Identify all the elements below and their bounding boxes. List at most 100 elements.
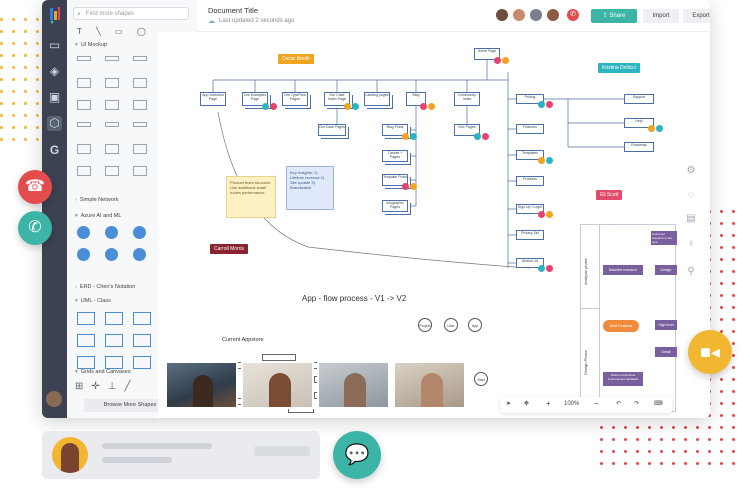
shape-thumbnail[interactable] [133,144,147,154]
diag-shape[interactable]: ╱ [124,381,139,392]
shape-thumbnail[interactable] [105,56,119,61]
shape-thumbnail[interactable] [105,100,119,110]
collaborator-avatar[interactable] [530,9,542,21]
shape-thumbnail[interactable] [133,248,146,261]
browse-shapes-button[interactable]: Browse More Shapes [84,399,176,412]
shape-thumbnail[interactable] [77,56,91,61]
entity-circle[interactable]: App [468,318,482,332]
image-icon[interactable]: ▣ [48,90,61,104]
chat-icon[interactable]: 💬 [333,431,381,479]
collaborator-avatar[interactable] [547,9,559,21]
pointer-icon[interactable]: ➤ [506,401,512,407]
ellipse-tool[interactable]: ◯ [136,27,146,36]
diagram-icon[interactable]: ⚲ [687,266,695,277]
keyboard-icon[interactable]: ⌨ [654,401,663,407]
redo-icon[interactable]: ↷ [634,401,640,407]
google-icon[interactable]: G [49,143,60,157]
shape-thumbnail[interactable] [105,226,118,239]
shape-thumbnail[interactable] [77,122,91,127]
video-participant-3[interactable] [317,361,390,409]
flow-node-our-examples[interactable]: Our Examples Page [242,92,268,106]
shape-thumbnail[interactable] [105,122,119,127]
flow-node-our-case-pages[interactable]: Our Case Pages [318,124,346,136]
import-button[interactable]: Import [643,9,679,23]
shape-thumbnail[interactable] [77,312,95,325]
clipboard-icon[interactable]: ▤ [686,213,696,224]
video-participant-4[interactable] [393,361,466,409]
section-azure[interactable]: ▾Azure AI and ML [75,213,121,219]
shape-thumbnail[interactable] [133,78,147,88]
shape-search-input[interactable]: ⌕ Find more shapes [73,7,189,20]
folder-icon[interactable]: ▭ [48,38,61,52]
shape-thumbnail[interactable] [105,248,118,261]
swim-box[interactable]: High level [655,320,677,330]
shape-thumbnail[interactable] [105,312,123,325]
undo-icon[interactable]: ↶ [616,401,622,407]
flow-node-our-typeflow[interactable]: Our TypeFlow Pages [282,92,308,106]
shape-thumbnail[interactable] [77,100,91,110]
user-avatar[interactable] [46,391,62,407]
shape-thumbnail[interactable] [77,78,91,88]
flow-node-privacy[interactable]: Privacy Tail [516,230,544,240]
flow-node-search-us[interactable]: Search Us [516,258,544,268]
flow-node-doc-pages[interactable]: Doc Pages [454,124,480,136]
shape-thumbnail[interactable] [133,56,147,61]
collaborator-avatar[interactable] [513,9,525,21]
flow-node-our-case-index[interactable]: Our Case Index Page [324,92,350,106]
flow-node-community[interactable]: Community Index [454,92,480,106]
grid-shape[interactable]: ⊞ [75,381,92,392]
shape-thumbnail[interactable] [77,166,91,176]
phone-hangup-icon[interactable]: ✆ [567,9,579,21]
flow-node-roadmap[interactable]: Roadmap [624,142,654,152]
rect-tool[interactable]: ▭ [115,27,123,36]
flow-node-tutorial-pages[interactable]: Tutorial + Pages [382,150,408,162]
export-button[interactable]: Export [683,9,710,23]
minus-icon[interactable]: − [594,399,599,408]
swim-box[interactable]: Detail [655,347,677,357]
flow-node-pricing[interactable]: Pricing [516,94,544,104]
shape-thumbnail[interactable] [133,356,151,369]
phone-icon[interactable]: ✆ [18,211,52,245]
swim-oval[interactable]: Draft Features [603,320,639,332]
shape-thumbnail[interactable] [105,166,119,176]
shape-thumbnail[interactable] [133,226,146,239]
flow-node-app-selection[interactable]: App Selection Page [200,92,226,106]
text-tool[interactable]: T [77,27,82,36]
section-ui-mockup[interactable]: ▾UI Mockup [75,42,107,48]
line-tool[interactable]: ╲ [95,27,101,36]
collaborator-avatar[interactable] [496,9,508,21]
appstore-node[interactable] [262,354,296,361]
shape-thumbnail[interactable] [133,122,147,127]
swim-box[interactable]: Baseline research [603,265,643,275]
flow-node-products[interactable]: Products [516,176,544,186]
video-participant-2[interactable] [241,361,314,409]
shape-thumbnail[interactable] [105,144,119,154]
sticky-note-yellow[interactable]: Product team structure. Use additional s… [226,176,276,218]
flow-node-blog-posts[interactable]: Blog Posts [382,124,408,136]
axis-shape[interactable]: ⊥ [107,381,125,392]
flow-node-templates[interactable]: Templates [516,150,544,160]
shape-thumbnail[interactable] [77,356,95,369]
section-uml[interactable]: ▾UML - Class [75,298,111,304]
shape-thumbnail[interactable] [77,144,91,154]
section-erd[interactable]: ›ERD - Chen's Notation [75,284,135,290]
shape-thumbnail[interactable] [133,312,151,325]
shape-thumbnail[interactable] [77,334,95,347]
share-button[interactable]: ⇪ Share [591,9,637,23]
swim-box[interactable]: Design research [655,265,677,282]
flow-node-infographic[interactable]: Infographic Pages [382,200,408,212]
logo-icon[interactable] [47,6,62,26]
move-icon[interactable]: ✥ [524,401,530,407]
shape-thumbnail[interactable] [77,226,90,239]
section-grids[interactable]: ▾Grids and Canvases [75,369,131,375]
phone-hangup-icon[interactable]: ☎ [18,170,52,204]
section-simple-network[interactable]: ›Simple Network [75,197,118,203]
settings-icon[interactable]: ⚙ [686,165,696,176]
swimlane-diagram[interactable]: Analysis phase Design Phase Customer res… [580,224,677,412]
shape-thumbnail[interactable] [133,166,147,176]
chat-preview-card[interactable] [42,431,320,479]
shape-thumbnail[interactable] [133,100,147,110]
shape-thumbnail[interactable] [77,248,90,261]
flow-node-home[interactable]: Home Page [474,48,500,60]
flow-node-signup[interactable]: Sign Up / Login [516,204,544,214]
